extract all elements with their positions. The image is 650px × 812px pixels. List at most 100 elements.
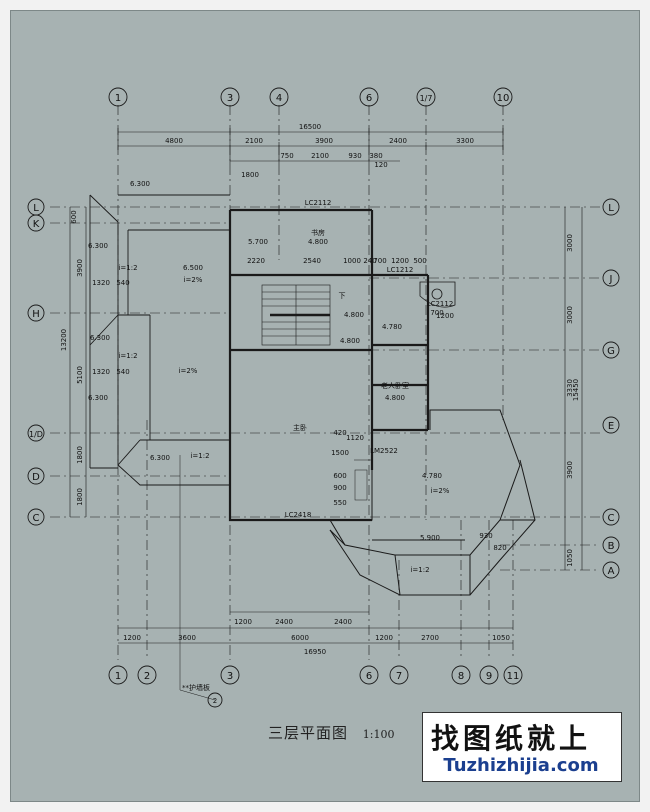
axis-label-right: G — [607, 346, 615, 357]
section-mark: 2 — [213, 697, 217, 705]
stair-down-label: 下 — [339, 292, 346, 300]
dim-bottom: 2700 — [421, 634, 439, 642]
room-elev-study: 4.800 — [308, 238, 328, 246]
axis-lines — [50, 105, 600, 660]
axis-label-top: 3 — [227, 93, 233, 104]
watermark-site: Tuzhizhijia.com — [427, 755, 615, 777]
dim-top: 930 — [348, 152, 361, 160]
misc-dim: 1200 — [436, 312, 454, 320]
misc-dim: 820 — [493, 544, 506, 552]
dim-top: 3900 — [315, 137, 333, 145]
elevation: 4.780 — [422, 472, 442, 480]
misc-dim: 240 — [363, 257, 376, 265]
watermark-logo: 找图纸就上 Tuzhizhijia.com — [422, 712, 622, 782]
misc-dim: 540 — [116, 279, 129, 287]
misc-dim: 2220 — [247, 257, 265, 265]
axis-label-bottom: 1 — [115, 671, 121, 682]
dim-top: 380 — [369, 152, 382, 160]
axis-label-bottom: 2 — [144, 671, 150, 682]
elevation: 5.900 — [420, 534, 440, 542]
misc-dim: 930 — [479, 532, 492, 540]
dim-total-top: 16500 — [299, 123, 321, 131]
dim-bottom: 1200 — [123, 634, 141, 642]
misc-dim: 700 — [373, 257, 386, 265]
dim-top: 3300 — [456, 137, 474, 145]
axis-label-bottom: 11 — [507, 671, 520, 682]
drawing-scale: 1:100 — [362, 728, 395, 741]
axis-bubbles — [27, 87, 620, 708]
dim-bottom: 3600 — [178, 634, 196, 642]
dim-top: 4800 — [165, 137, 183, 145]
misc-dim: 1120 — [346, 434, 364, 442]
slope: i=2% — [184, 276, 203, 284]
dim-right: 3900 — [566, 461, 574, 479]
slope: i=2% — [431, 487, 450, 495]
note-label: **护墙板 — [182, 683, 210, 692]
dim-bottom: 1200 — [375, 634, 393, 642]
axis-label-bottom: 9 — [486, 671, 492, 682]
axis-label-top: 6 — [366, 93, 372, 104]
dim-bottom: 6000 — [291, 634, 309, 642]
axis-label-top: 10 — [497, 93, 510, 104]
elevation: 6.500 — [183, 264, 203, 272]
misc-dim: 1320 — [92, 368, 110, 376]
dim-left: 1800 — [76, 488, 84, 506]
dim-top: 2400 — [389, 137, 407, 145]
dim-left: 5100 — [76, 366, 84, 384]
elevation: 6.300 — [130, 180, 150, 188]
watermark-chinese: 找图纸就上 — [431, 722, 592, 755]
dim-left: 1800 — [76, 446, 84, 464]
elevation: 6.300 — [90, 334, 110, 342]
axis-label-left: L — [33, 203, 39, 214]
room-label-study: 书房 — [311, 228, 325, 237]
misc-dim: 1320 — [92, 279, 110, 287]
slope: i=2% — [179, 367, 198, 375]
axis-label-right: L — [608, 203, 614, 214]
axis-label-bottom: 8 — [458, 671, 464, 682]
misc-dim: 1000 — [343, 257, 361, 265]
misc-dim: 540 — [116, 368, 129, 376]
misc-dim: 500 — [413, 257, 426, 265]
dim-left: 600 — [70, 210, 78, 223]
dim-top: 120 — [374, 161, 387, 169]
axis-label-left: K — [33, 219, 40, 230]
axis-label-right: C — [608, 513, 615, 524]
right-dimension-lines — [564, 207, 583, 570]
window-tag: LC1212 — [387, 266, 414, 274]
misc-dim: 1500 — [331, 449, 349, 457]
dim-right-total: 15450 — [572, 379, 580, 401]
axis-label-right: B — [608, 541, 615, 552]
axis-label-bottom: 3 — [227, 671, 233, 682]
axis-label-top: 1/7 — [420, 94, 433, 103]
window-tag: LC2112 — [427, 300, 454, 308]
dim-bottom: 1050 — [492, 634, 510, 642]
dim-right: 3000 — [566, 234, 574, 252]
dim-right: 1050 — [566, 549, 574, 567]
dim-top: 1800 — [241, 171, 259, 179]
roof-outline — [89, 194, 230, 486]
axis-label-bottom: 6 — [366, 671, 372, 682]
misc-dim: 900 — [333, 484, 346, 492]
misc-dim: 1200 — [391, 257, 409, 265]
window-tag: LC2418 — [285, 511, 312, 519]
slope: i=1:2 — [410, 566, 429, 574]
axis-label-right: J — [609, 274, 613, 285]
dim-bottom: 2400 — [334, 618, 352, 626]
dim-bottom: 2400 — [275, 618, 293, 626]
misc-dim: 2540 — [303, 257, 321, 265]
axis-label-right: E — [608, 421, 614, 432]
top-dimension-lines — [117, 128, 504, 165]
dim-bottom: 1200 — [234, 618, 252, 626]
room-label-master-bedroom: 主卧 — [293, 423, 307, 432]
dim-left: 13200 — [60, 329, 68, 351]
dim-top: 750 — [280, 152, 293, 160]
room-label-elder-bedroom: 老人卧室 — [381, 381, 409, 390]
axis-label-left: D — [32, 472, 40, 483]
elevation: 4.780 — [382, 323, 402, 331]
elevation: 4.800 — [344, 311, 364, 319]
axis-label-left: H — [32, 309, 40, 320]
slope: i=1:2 — [118, 352, 137, 360]
axis-label-left: 1/D — [29, 430, 43, 439]
elevation: 6.300 — [150, 454, 170, 462]
